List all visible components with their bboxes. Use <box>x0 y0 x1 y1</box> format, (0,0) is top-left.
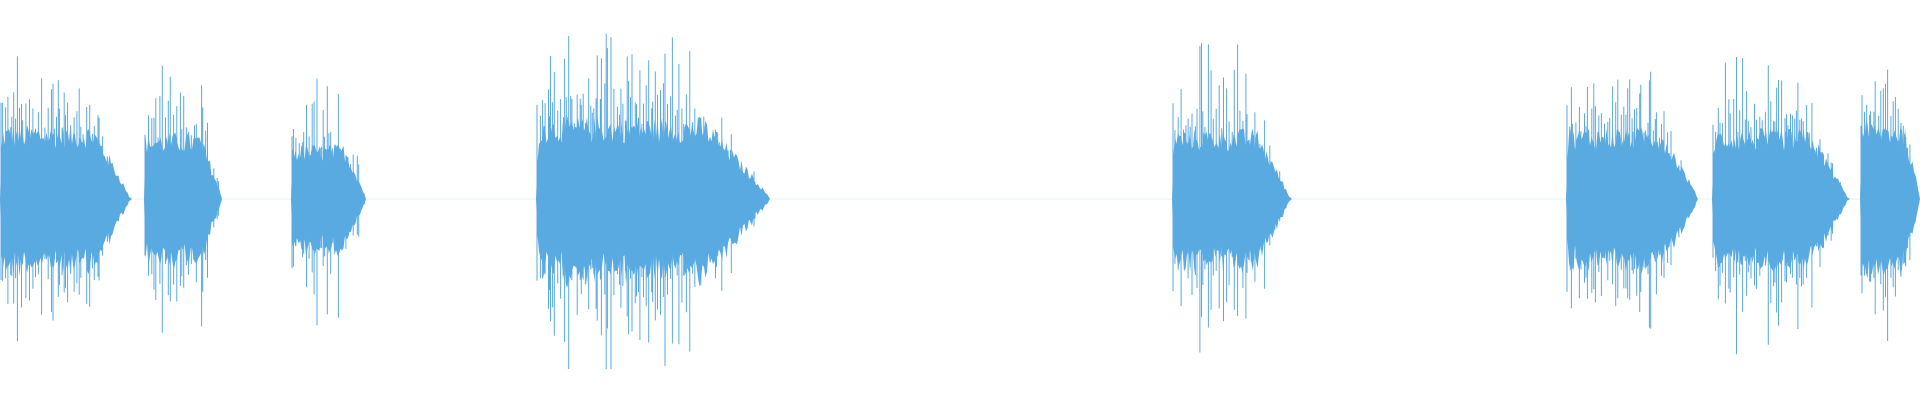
waveform-burst-spikes <box>1566 71 1698 329</box>
waveform-burst <box>536 33 772 369</box>
waveform-burst <box>291 78 368 326</box>
waveform-burst <box>1566 71 1700 329</box>
waveform-burst <box>1712 57 1850 355</box>
waveform-burst <box>144 65 224 333</box>
waveform-burst-spikes <box>144 65 222 333</box>
waveform-burst-spikes <box>291 78 365 326</box>
waveform-burst-spikes <box>1860 69 1920 341</box>
waveform-burst-spikes <box>0 56 130 342</box>
waveform-burst-body <box>1712 128 1850 273</box>
waveform-burst-spikes <box>536 33 770 369</box>
waveform-burst-spikes <box>1712 57 1848 355</box>
waveform-burst-body <box>291 144 368 256</box>
waveform-burst <box>1172 43 1292 353</box>
waveform-burst <box>1860 69 1920 341</box>
waveform-burst-spikes <box>1172 43 1290 353</box>
waveform-burst-body <box>536 116 772 288</box>
waveform-burst-body <box>1860 120 1920 279</box>
waveform-burst <box>0 56 132 342</box>
